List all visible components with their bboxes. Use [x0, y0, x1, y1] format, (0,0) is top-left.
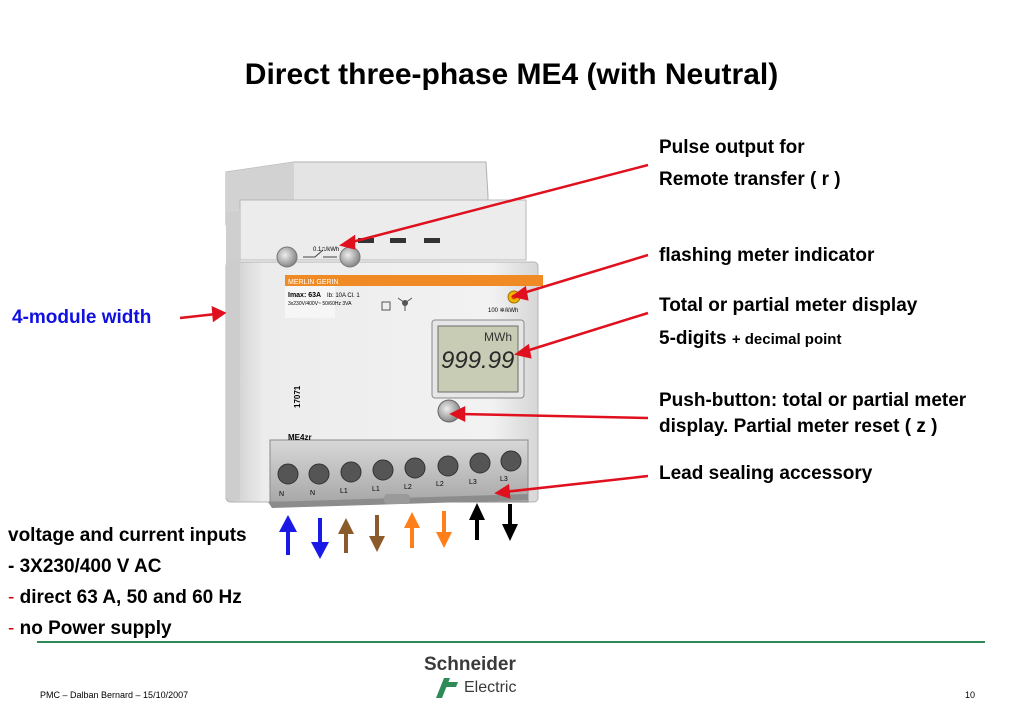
device-model: ME4zr	[288, 433, 312, 442]
terminal-label: L3	[469, 479, 477, 486]
terminal-label: N	[279, 491, 284, 498]
device-spec-imax: Imax: 63A	[288, 292, 321, 299]
callout-pulse-output-line2: Remote transfer ( r )	[659, 169, 841, 190]
page-number: 10	[965, 690, 976, 700]
pulse-screw-left	[276, 246, 298, 268]
meter-top-section	[225, 161, 527, 272]
lcd-reading: 999.99	[441, 347, 514, 374]
double-insulation-icon	[381, 301, 391, 311]
pulse-screw-right	[339, 246, 361, 268]
footer-rule	[37, 641, 985, 643]
callout-meter-display-line2: 5-digits + decimal point	[659, 328, 841, 350]
callout-pulse-output-line1: Pulse output for	[659, 137, 805, 158]
lead-sealing-accessory	[384, 494, 410, 504]
terminal-label: L3	[500, 476, 508, 483]
inputs-description: voltage and current inputs - 3X230/400 V…	[8, 520, 247, 644]
callout-module-width: 4-module width	[12, 307, 152, 328]
arrow-flashing-indicator	[519, 253, 649, 296]
device-spec-voltage: 3x230V/400V~ 50/60Hz 3VA	[288, 301, 352, 307]
callout-push-button-line1: Push-button: total or partial meter	[659, 390, 967, 411]
callout-meter-display-line1: Total or partial meter display	[659, 295, 918, 316]
slide-title: Direct three-phase ME4 (with Neutral)	[244, 58, 779, 91]
terminal-label: L2	[404, 484, 412, 491]
terminal-label: L1	[372, 486, 380, 493]
footer-text: PMC – Dalban Bernard – 15/10/2007	[40, 690, 189, 700]
inputs-line-voltage: - 3X230/400 V AC	[8, 556, 162, 577]
pulse-rate: 0.1⎍/kWh	[313, 247, 339, 253]
logo-mark-icon	[436, 678, 458, 698]
callout-lead-sealing: Lead sealing accessory	[659, 463, 873, 484]
terminal-label: N	[310, 490, 315, 497]
orange-band	[285, 275, 543, 286]
arrow-module-width	[179, 312, 217, 320]
inputs-heading: voltage and current inputs	[8, 525, 247, 546]
callout-push-button-line2: display. Partial meter reset ( z )	[659, 416, 938, 437]
lcd-screen	[437, 325, 519, 393]
logo-line2: Electric	[464, 679, 516, 696]
arrow-push-button	[459, 412, 649, 420]
arrow-pulse-output	[347, 163, 649, 245]
device-spec-ib: Ib: 10A Cl. 1	[327, 293, 360, 299]
arrow-sealing	[503, 474, 649, 494]
decimal-point-text: + decimal point	[731, 331, 842, 348]
device-ref: 17071	[293, 385, 302, 408]
terminal-block	[269, 439, 529, 503]
inputs-line-power: - no Power supply	[8, 618, 172, 639]
digits-text: 5-digits	[659, 328, 727, 349]
inputs-line-current: - direct 63 A, 50 and 60 Hz	[8, 587, 242, 608]
led-rate: 100 ✲/kWh	[488, 307, 518, 314]
schneider-electric-logo: Schneider Electric	[424, 654, 516, 698]
arrow-meter-display	[522, 311, 649, 354]
terminal-label: L1	[340, 488, 348, 495]
lcd-unit: MWh	[484, 330, 512, 344]
terminal-screws	[277, 450, 522, 485]
logo-line1: Schneider	[424, 654, 516, 675]
device-brand: MERLIN GERIN	[288, 279, 339, 286]
terminal-label: L2	[436, 481, 444, 488]
callout-flashing-indicator: flashing meter indicator	[659, 245, 875, 266]
